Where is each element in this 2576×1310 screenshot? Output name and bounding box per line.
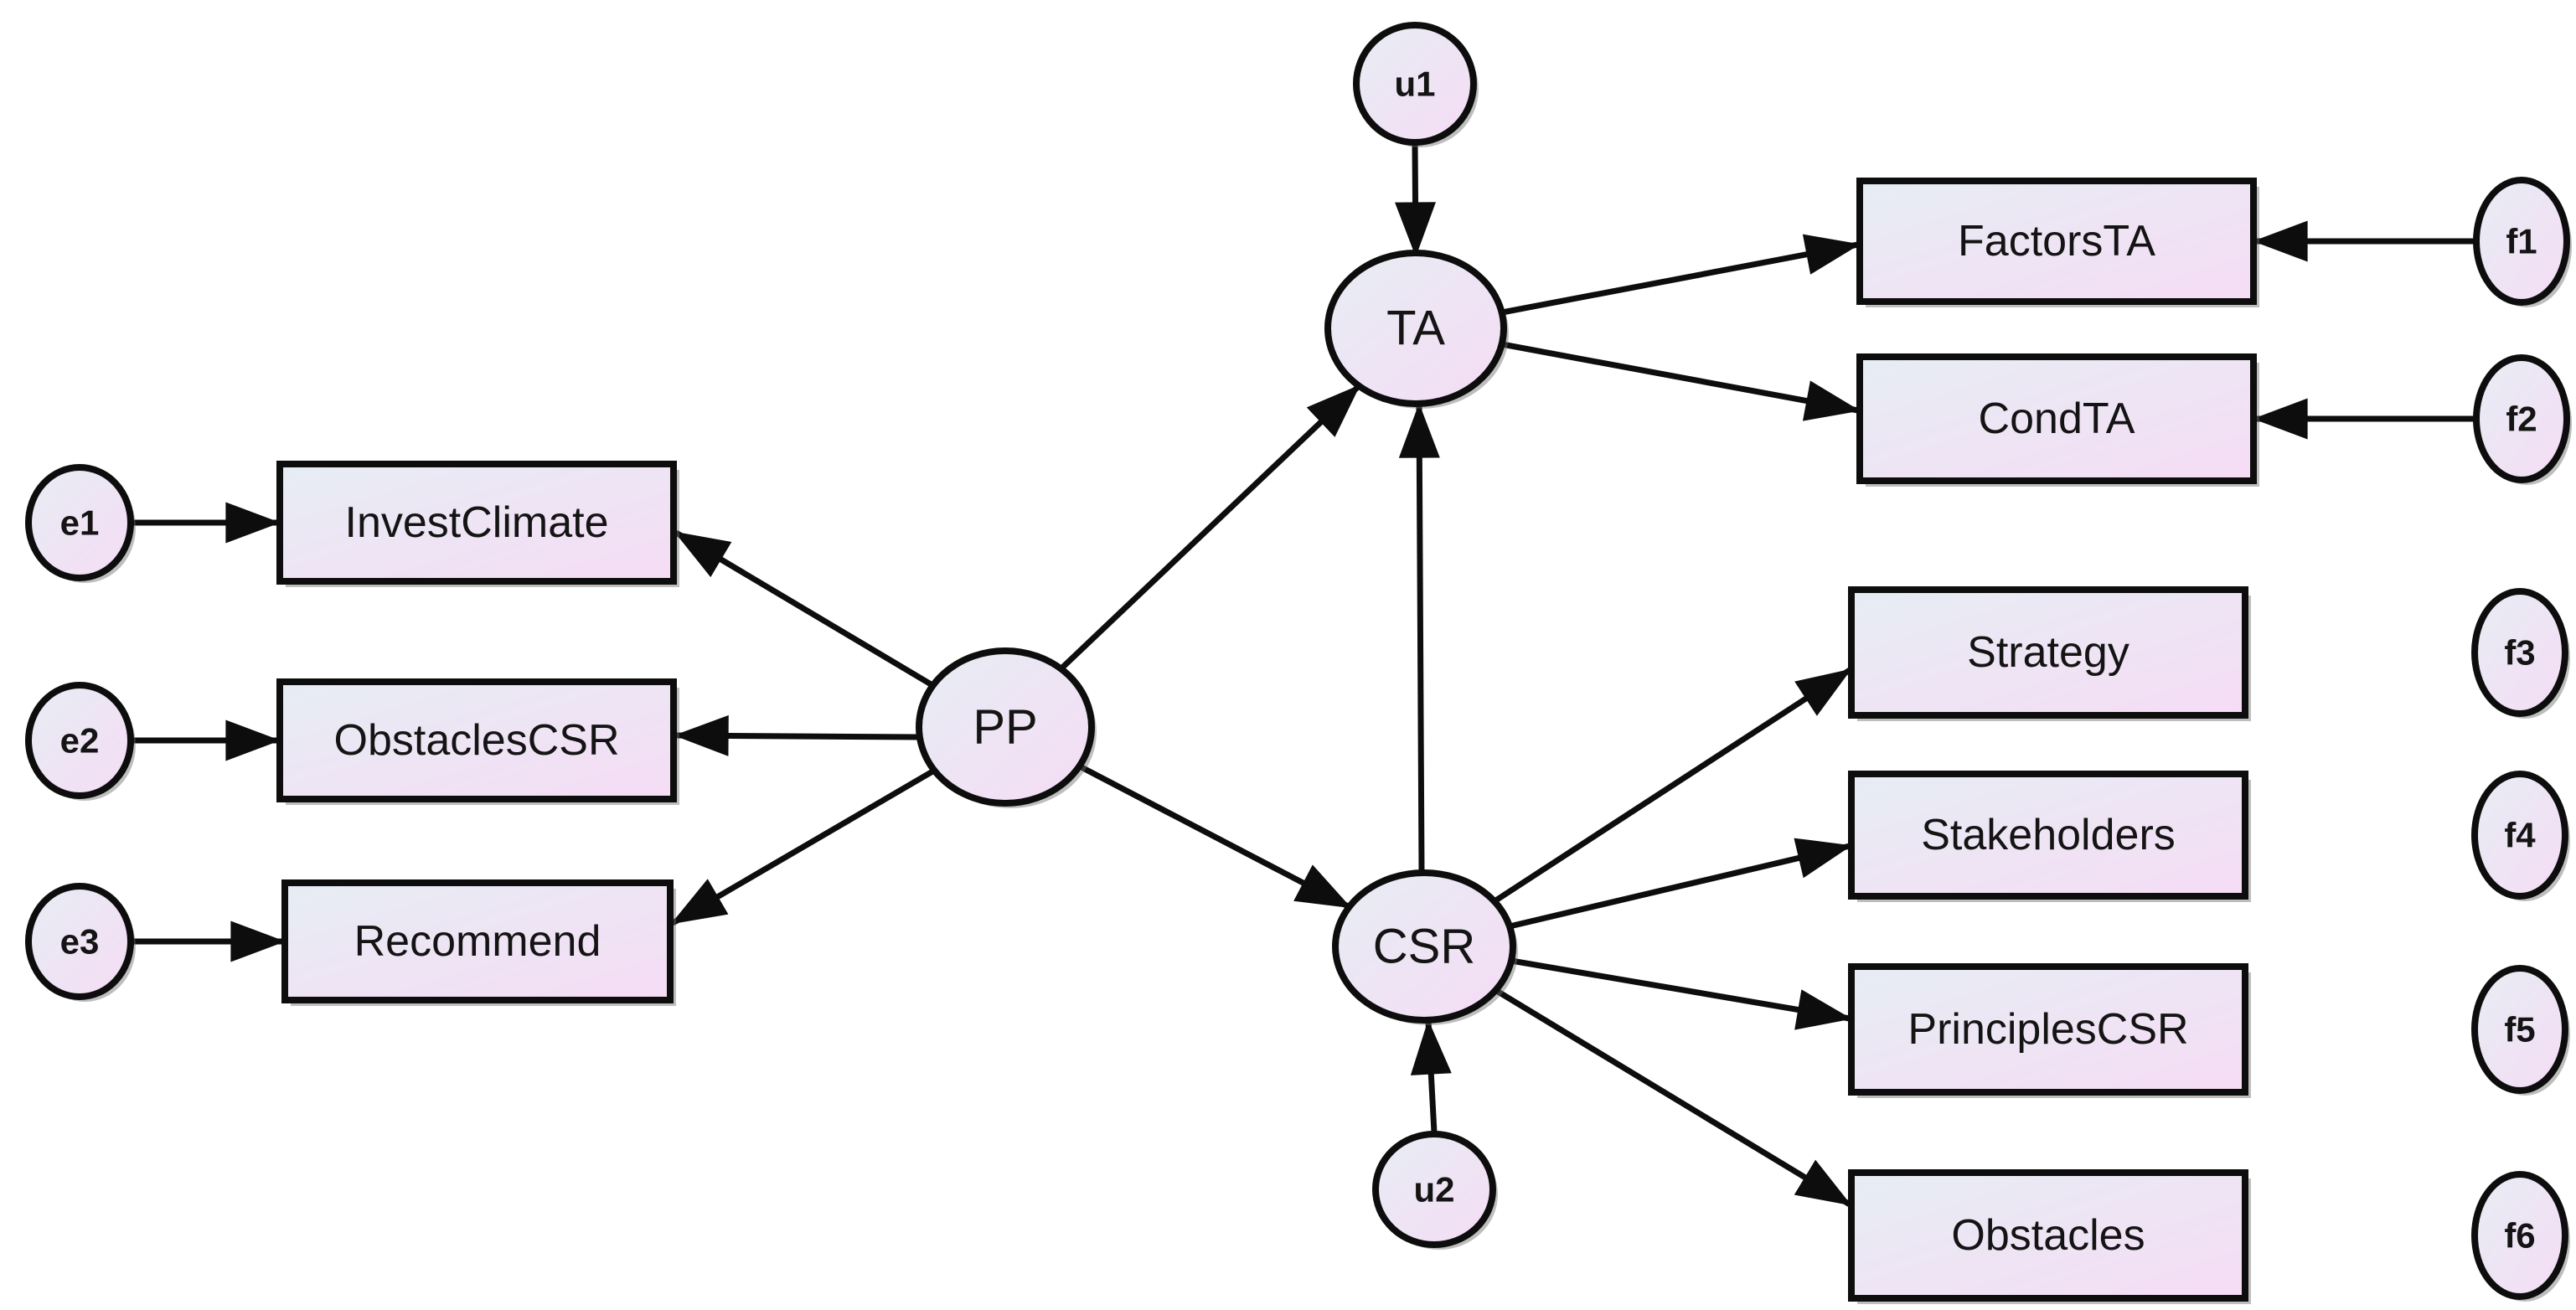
node-shape-Recommend <box>281 879 674 1003</box>
node-label-CondTA: CondTA <box>1979 395 2135 443</box>
node-label-Obstacles: Obstacles <box>1951 1211 2145 1260</box>
node-label-f3: f3 <box>2504 633 2535 673</box>
node-label-f6: f6 <box>2504 1216 2535 1256</box>
observed-node-Obstacles: Obstacles <box>1848 1169 2251 1304</box>
error-node-u2: u2 <box>1372 1131 1498 1250</box>
node-shape-PrinciplesCSR <box>1848 963 2248 1096</box>
node-shape-f6 <box>2471 1171 2568 1300</box>
observed-node-ObstaclesCSR: ObstaclesCSR <box>276 678 679 805</box>
edge-u2-CSR-arrow <box>1410 1019 1452 1133</box>
node-shape-PP <box>916 647 1095 807</box>
edge-CSR-Stakeholders-arrow <box>1509 838 1852 930</box>
node-shape-e1 <box>25 464 134 581</box>
node-label-f5: f5 <box>2504 1010 2535 1050</box>
latent-node-CSR: CSR <box>1332 869 1518 1025</box>
node-shape-f4 <box>2471 771 2568 900</box>
node-label-Stakeholders: Stakeholders <box>1921 811 2176 859</box>
edge-PP-TA-arrow <box>1059 384 1361 671</box>
edge-CSR-TA-arrow <box>1398 403 1440 872</box>
error-node-f5: f5 <box>2471 965 2570 1096</box>
observed-node-Stakeholders: Stakeholders <box>1848 771 2251 902</box>
node-label-Recommend: Recommend <box>354 917 601 966</box>
edge-CSR-Strategy-arrow <box>1493 668 1852 904</box>
observed-node-Recommend: Recommend <box>281 879 676 1006</box>
node-label-FactorsTA: FactorsTA <box>1958 217 2155 266</box>
node-label-e1: e1 <box>60 503 100 543</box>
edge-PP-CSR-arrow <box>1078 763 1352 910</box>
node-label-e2: e2 <box>60 721 100 761</box>
edge-u1-TA-arrow <box>1395 143 1437 257</box>
node-label-f1: f1 <box>2506 222 2537 261</box>
node-label-u1: u1 <box>1394 64 1435 104</box>
node-shape-u1 <box>1353 22 1477 146</box>
node-label-f4: f4 <box>2504 816 2536 855</box>
edge-PP-InvestClimate-arrow <box>674 529 934 689</box>
node-shape-f3 <box>2471 588 2568 717</box>
edge-CSR-Obstacles-arrow <box>1494 988 1852 1207</box>
node-shape-Stakeholders <box>1848 771 2248 900</box>
edge-TA-CondTA-arrow <box>1501 341 1861 421</box>
node-shape-CSR <box>1332 869 1516 1024</box>
node-shape-Obstacles <box>1848 1169 2248 1302</box>
error-node-e1: e1 <box>25 464 136 583</box>
node-label-TA: TA <box>1386 302 1445 356</box>
node-label-Strategy: Strategy <box>1967 628 2129 677</box>
node-shape-TA <box>1324 250 1507 407</box>
error-node-f6: f6 <box>2471 1171 2570 1302</box>
observed-node-PrinciplesCSR: PrinciplesCSR <box>1848 963 2251 1098</box>
node-label-e3: e3 <box>60 922 100 962</box>
node-shape-InvestClimate <box>276 461 677 585</box>
node-shape-Strategy <box>1848 586 2248 719</box>
error-node-f3: f3 <box>2471 588 2570 719</box>
error-node-f1: f1 <box>2473 177 2572 307</box>
node-label-CSR: CSR <box>1373 920 1475 974</box>
node-shape-f1 <box>2473 177 2570 306</box>
node-shape-e2 <box>25 682 134 799</box>
error-node-u1: u1 <box>1353 22 1479 147</box>
node-shape-u2 <box>1372 1131 1496 1248</box>
edge-TA-FactorsTA-arrow <box>1501 234 1861 316</box>
edge-CSR-PrinciplesCSR-arrow <box>1510 957 1852 1030</box>
node-label-InvestClimate: InvestClimate <box>345 498 609 547</box>
latent-node-TA: TA <box>1324 250 1509 409</box>
observed-node-Strategy: Strategy <box>1848 586 2251 721</box>
node-label-ObstaclesCSR: ObstaclesCSR <box>334 716 620 765</box>
node-label-u2: u2 <box>1413 1170 1454 1209</box>
node-shape-f5 <box>2471 965 2568 1094</box>
observed-node-FactorsTA: FactorsTA <box>1856 178 2259 307</box>
observed-node-CondTA: CondTA <box>1856 353 2259 487</box>
error-node-f2: f2 <box>2473 354 2572 485</box>
node-shape-ObstaclesCSR <box>276 678 677 802</box>
error-node-f4: f4 <box>2471 771 2570 901</box>
latent-node-PP: PP <box>916 647 1097 808</box>
node-label-f2: f2 <box>2506 400 2537 439</box>
node-label-PP: PP <box>973 700 1037 755</box>
node-shape-FactorsTA <box>1856 178 2257 305</box>
node-label-PrinciplesCSR: PrinciplesCSR <box>1907 1005 2188 1054</box>
node-shape-CondTA <box>1856 353 2257 484</box>
node-shape-f2 <box>2473 354 2570 483</box>
edge-PP-Recommend-arrow <box>670 767 936 926</box>
edge-PP-ObstaclesCSR-arrow <box>674 714 920 756</box>
edges-layer <box>132 143 2476 1207</box>
observed-node-InvestClimate: InvestClimate <box>276 461 679 587</box>
error-node-e3: e3 <box>25 883 136 1002</box>
node-shape-e3 <box>25 883 134 1000</box>
error-node-e2: e2 <box>25 682 136 801</box>
